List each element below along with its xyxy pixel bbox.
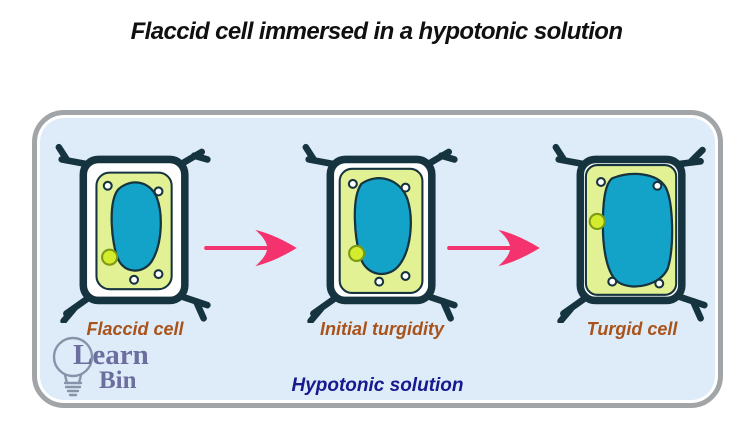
cell-wall-extensions	[55, 143, 211, 323]
organelle	[374, 276, 385, 287]
organelle	[400, 271, 411, 281]
chloroplast	[588, 212, 606, 231]
arrow-right-icon	[447, 229, 540, 267]
organelle	[102, 180, 113, 191]
chloroplast	[101, 248, 119, 266]
stage-label-turgid: Turgid cell	[586, 319, 678, 339]
stage-turgid-cell: Turgid cell	[537, 135, 727, 340]
organelle	[607, 276, 618, 287]
vacuole	[601, 172, 674, 288]
hypotonic-solution-panel: Flaccid cell	[32, 110, 723, 408]
logo-text-bin: Bin	[99, 367, 137, 394]
organelle	[654, 278, 665, 289]
organelle	[153, 269, 164, 280]
initial-turgidity-illustration	[302, 143, 458, 323]
vacuole	[353, 177, 412, 276]
stage-label-flaccid: Flaccid cell	[86, 319, 184, 339]
chloroplast	[348, 244, 366, 262]
organelle	[652, 180, 663, 191]
lightbulb-icon	[52, 336, 94, 397]
cell-wall-extensions	[552, 143, 708, 323]
vacuole	[110, 181, 162, 272]
learnbin-logo: Learn Bin	[49, 331, 219, 407]
stage-flaccid-cell: Flaccid cell	[40, 135, 230, 340]
organelle	[347, 178, 358, 189]
solution-label: Hypotonic solution	[291, 375, 464, 396]
diagram-title: Flaccid cell immersed in a hypotonic sol…	[130, 18, 623, 45]
organelle	[400, 182, 411, 193]
organelle	[129, 274, 140, 285]
logo-text-learn: Learn	[73, 339, 149, 371]
diagram-page: Flaccid cell immersed in a hypotonic sol…	[0, 18, 753, 408]
flaccid-cell-illustration	[55, 143, 211, 323]
stage-label-initial-turgidity: Initial turgidity	[320, 319, 444, 339]
organelle	[153, 186, 164, 197]
organelle	[595, 177, 606, 187]
stage-initial-turgidity: Initial turgidity	[287, 135, 477, 340]
turgid-cell-illustration	[552, 143, 708, 323]
cell-wall-extensions	[302, 143, 458, 323]
arrow-right-icon	[204, 229, 297, 267]
